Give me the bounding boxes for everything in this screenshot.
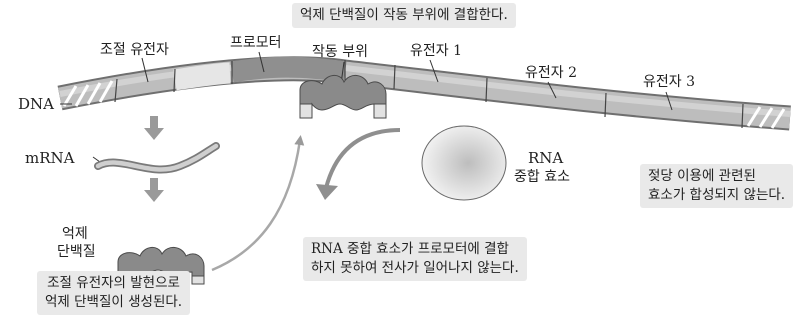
note-enzymes-not-synthesized-line2: 효소가 합성되지 않는다.: [648, 186, 785, 205]
note-repressor-produced-line1: 조절 유전자의 발현으로: [45, 274, 182, 293]
note-transcription-blocked: RNA 중합 효소가 프로모터에 결합 하지 못하여 전사가 일어나지 않는다.: [303, 237, 527, 281]
note-repressor-produced: 조절 유전자의 발현으로 억제 단백질이 생성된다.: [37, 271, 190, 315]
gene2-label: 유전자 2: [525, 65, 577, 81]
promoter-label: 프로모터: [230, 35, 282, 51]
note-transcription-blocked-line2: 하지 못하여 전사가 일어나지 않는다.: [311, 259, 519, 278]
polymerase-label-line2: 중합 효소: [514, 169, 570, 185]
down-arrow-dna-to-mrna: [144, 116, 164, 140]
arrow-repressor-to-operator: [212, 140, 300, 270]
note-enzymes-not-synthesized: 젖당 이용에 관련된 효소가 합성되지 않는다.: [640, 164, 793, 208]
dna-label: DNA: [18, 96, 54, 112]
promoter-region: [232, 67, 345, 72]
repressor-label-line2: 단백질: [57, 244, 96, 260]
regulatory-gene-label: 조절 유전자: [100, 42, 169, 58]
down-arrow-mrna-to-repressor: [144, 178, 164, 202]
operator-label: 작동 부위: [312, 44, 368, 60]
note-repressor-produced-line2: 억제 단백질이 생성된다.: [45, 293, 182, 312]
gene1-label: 유전자 1: [410, 43, 462, 59]
rna-polymerase-shape: [422, 126, 506, 200]
arrow-polymerase-blocked: [326, 130, 400, 188]
note-repressor-binds-operator: 억제 단백질이 작동 부위에 결합한다.: [292, 3, 516, 28]
note-transcription-blocked-line1: RNA 중합 효소가 프로모터에 결합: [311, 240, 519, 259]
note-enzymes-not-synthesized-line1: 젖당 이용에 관련된: [648, 167, 785, 186]
repressor-bound-shape: [300, 75, 386, 118]
repressor-label-line1: 억제: [62, 226, 88, 242]
gene3-label: 유전자 3: [643, 74, 695, 90]
mrna-label: mRNA: [25, 150, 74, 166]
polymerase-label-line1: RNA: [528, 150, 563, 166]
